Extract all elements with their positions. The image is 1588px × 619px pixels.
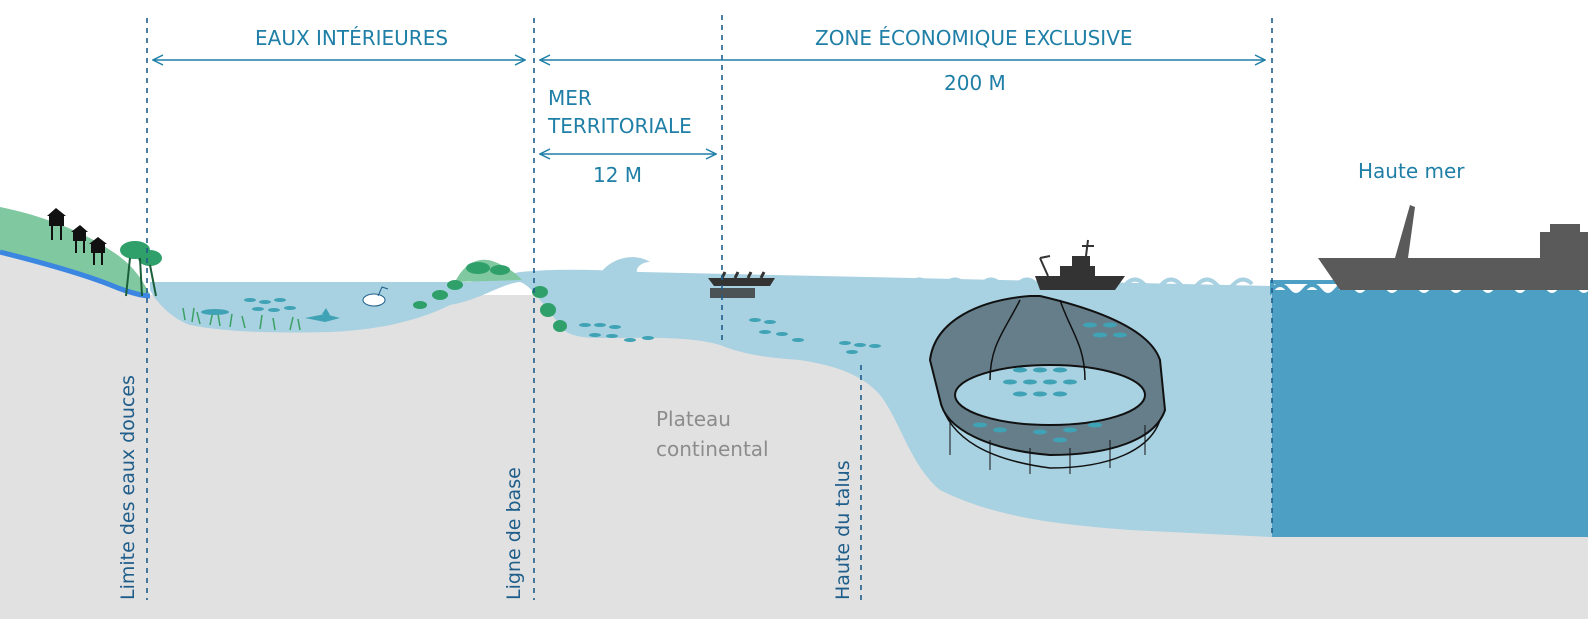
pelican	[362, 286, 389, 307]
breaking-wave	[600, 257, 650, 278]
purse-seiner	[1035, 239, 1125, 290]
territorial-distance-label: 12 M	[593, 163, 643, 187]
canoe	[708, 271, 775, 298]
high-seas-label: Haute mer	[1358, 159, 1465, 183]
river	[0, 249, 151, 299]
fish-school	[201, 298, 881, 354]
territorial-sea-label-line2: TERRITORIALE	[548, 114, 692, 138]
boundary-lines	[146, 15, 1273, 600]
stilt-houses	[47, 208, 107, 265]
purse-seine-net	[928, 295, 1167, 474]
territorial-sea-label-line1: MER	[548, 86, 592, 110]
eez-label: ZONE ÉCONOMIQUE EXCLUSIVE	[815, 26, 1133, 50]
factory-ship	[1318, 205, 1588, 290]
distance-arrows	[153, 60, 1265, 154]
mangroves	[120, 241, 567, 332]
slope-top-label: Haute du talus	[832, 460, 854, 600]
coastal-waves	[728, 277, 1254, 291]
eez-distance-label: 200 M	[944, 71, 1006, 95]
freshwater-limit-label: Limite des eaux douces	[117, 375, 139, 600]
high-seas-water	[1272, 290, 1588, 537]
seagrass	[182, 307, 301, 331]
baseline-label: Ligne de base	[503, 467, 525, 600]
shelf-label-line1: Plateau	[656, 407, 731, 431]
inland-waters-label: EAUX INTÉRIEURES	[255, 26, 449, 50]
shelf-label-line2: continental	[656, 437, 769, 461]
